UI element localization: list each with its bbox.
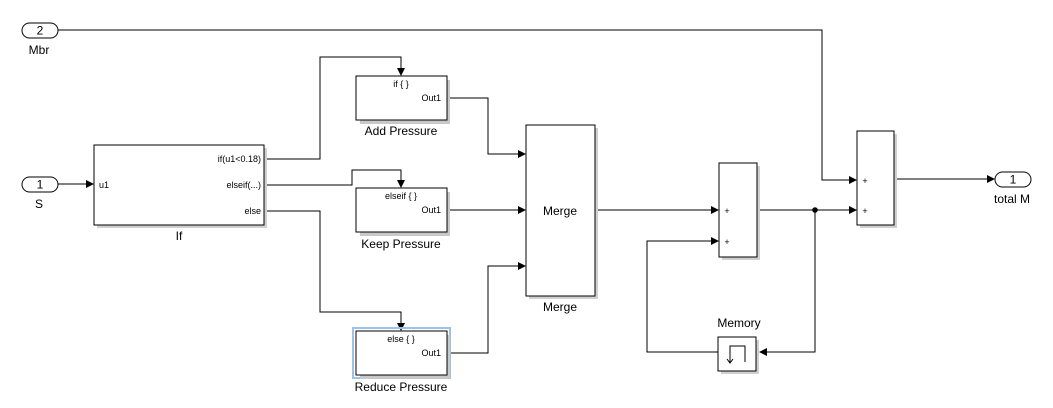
if-block-name: If <box>176 229 183 243</box>
arrowhead <box>849 206 857 214</box>
arrowhead <box>518 262 526 270</box>
arrowhead <box>518 150 526 158</box>
output-port-label: Out1 <box>421 348 441 358</box>
arrowhead <box>987 175 995 183</box>
output-port-label: Out1 <box>421 205 441 215</box>
arrowhead <box>849 176 857 184</box>
subsystem-name: Add Pressure <box>365 124 438 138</box>
output-port-label: Out1 <box>421 93 441 103</box>
wire-reduce-to-merge[interactable] <box>447 265 519 354</box>
sum-sign-1: + <box>724 206 729 216</box>
inport-number: 1 <box>37 178 44 192</box>
action-port-label: if { } <box>393 79 409 89</box>
inport-s[interactable]: 1 S <box>21 176 59 211</box>
if-output-1: if(u1<0.18) <box>218 154 261 164</box>
wire-branch-to-memory[interactable] <box>766 210 816 353</box>
if-block[interactable]: u1 if(u1<0.18) elseif(...) else If <box>93 144 267 243</box>
arrowhead <box>397 180 405 188</box>
outport-number: 1 <box>1010 173 1017 187</box>
wire-if-to-reduce[interactable] <box>264 210 402 325</box>
arrowhead <box>711 237 719 245</box>
sum-sign-2: + <box>724 237 729 247</box>
inport-mbr[interactable]: 2 Mbr <box>21 22 59 57</box>
sum-block-1[interactable]: + + <box>718 162 760 260</box>
outport-label: total M <box>994 192 1030 206</box>
wire-add-to-merge[interactable] <box>447 97 519 155</box>
inport-label: S <box>35 197 43 211</box>
wire-memory-to-sum1[interactable] <box>646 240 718 353</box>
sum-sign-2: + <box>862 206 867 216</box>
memory-block[interactable]: Memory <box>717 316 761 374</box>
memory-block-name: Memory <box>717 316 760 330</box>
subsystem-keep-pressure[interactable]: elseif { } Out1 Keep Pressure <box>355 187 450 251</box>
memory-step-icon <box>726 345 746 364</box>
arrowhead <box>397 68 405 76</box>
if-output-3: else <box>244 206 261 216</box>
arrowhead <box>518 206 526 214</box>
action-port-label: elseif { } <box>385 191 417 201</box>
inport-number: 2 <box>37 24 44 38</box>
outport-total-m[interactable]: 1 total M <box>994 171 1032 206</box>
arrowhead <box>711 206 719 214</box>
sum-sign-1: + <box>862 176 867 186</box>
subsystem-name: Keep Pressure <box>361 237 441 251</box>
subsystem-reduce-pressure[interactable]: else { } Out1 Reduce Pressure <box>352 327 451 394</box>
merge-block[interactable]: Merge Merge <box>525 124 598 314</box>
merge-block-text: Merge <box>543 204 577 218</box>
arrowhead <box>86 180 94 188</box>
action-port-label: else { } <box>387 334 415 344</box>
if-output-2: elseif(...) <box>226 180 261 190</box>
arrowhead <box>759 348 767 356</box>
merge-block-name: Merge <box>543 300 577 314</box>
inport-label: Mbr <box>29 43 50 57</box>
wire-if-to-keep[interactable] <box>264 169 402 186</box>
wire-mbr-to-sum2[interactable] <box>58 29 851 181</box>
sum-block-2[interactable]: + + <box>856 130 897 228</box>
if-input-port: u1 <box>99 180 109 190</box>
wire-if-to-add[interactable] <box>264 56 402 160</box>
subsystem-add-pressure[interactable]: if { } Out1 Add Pressure <box>355 75 450 138</box>
signal-lines <box>58 29 995 356</box>
subsystem-name: Reduce Pressure <box>355 380 448 394</box>
